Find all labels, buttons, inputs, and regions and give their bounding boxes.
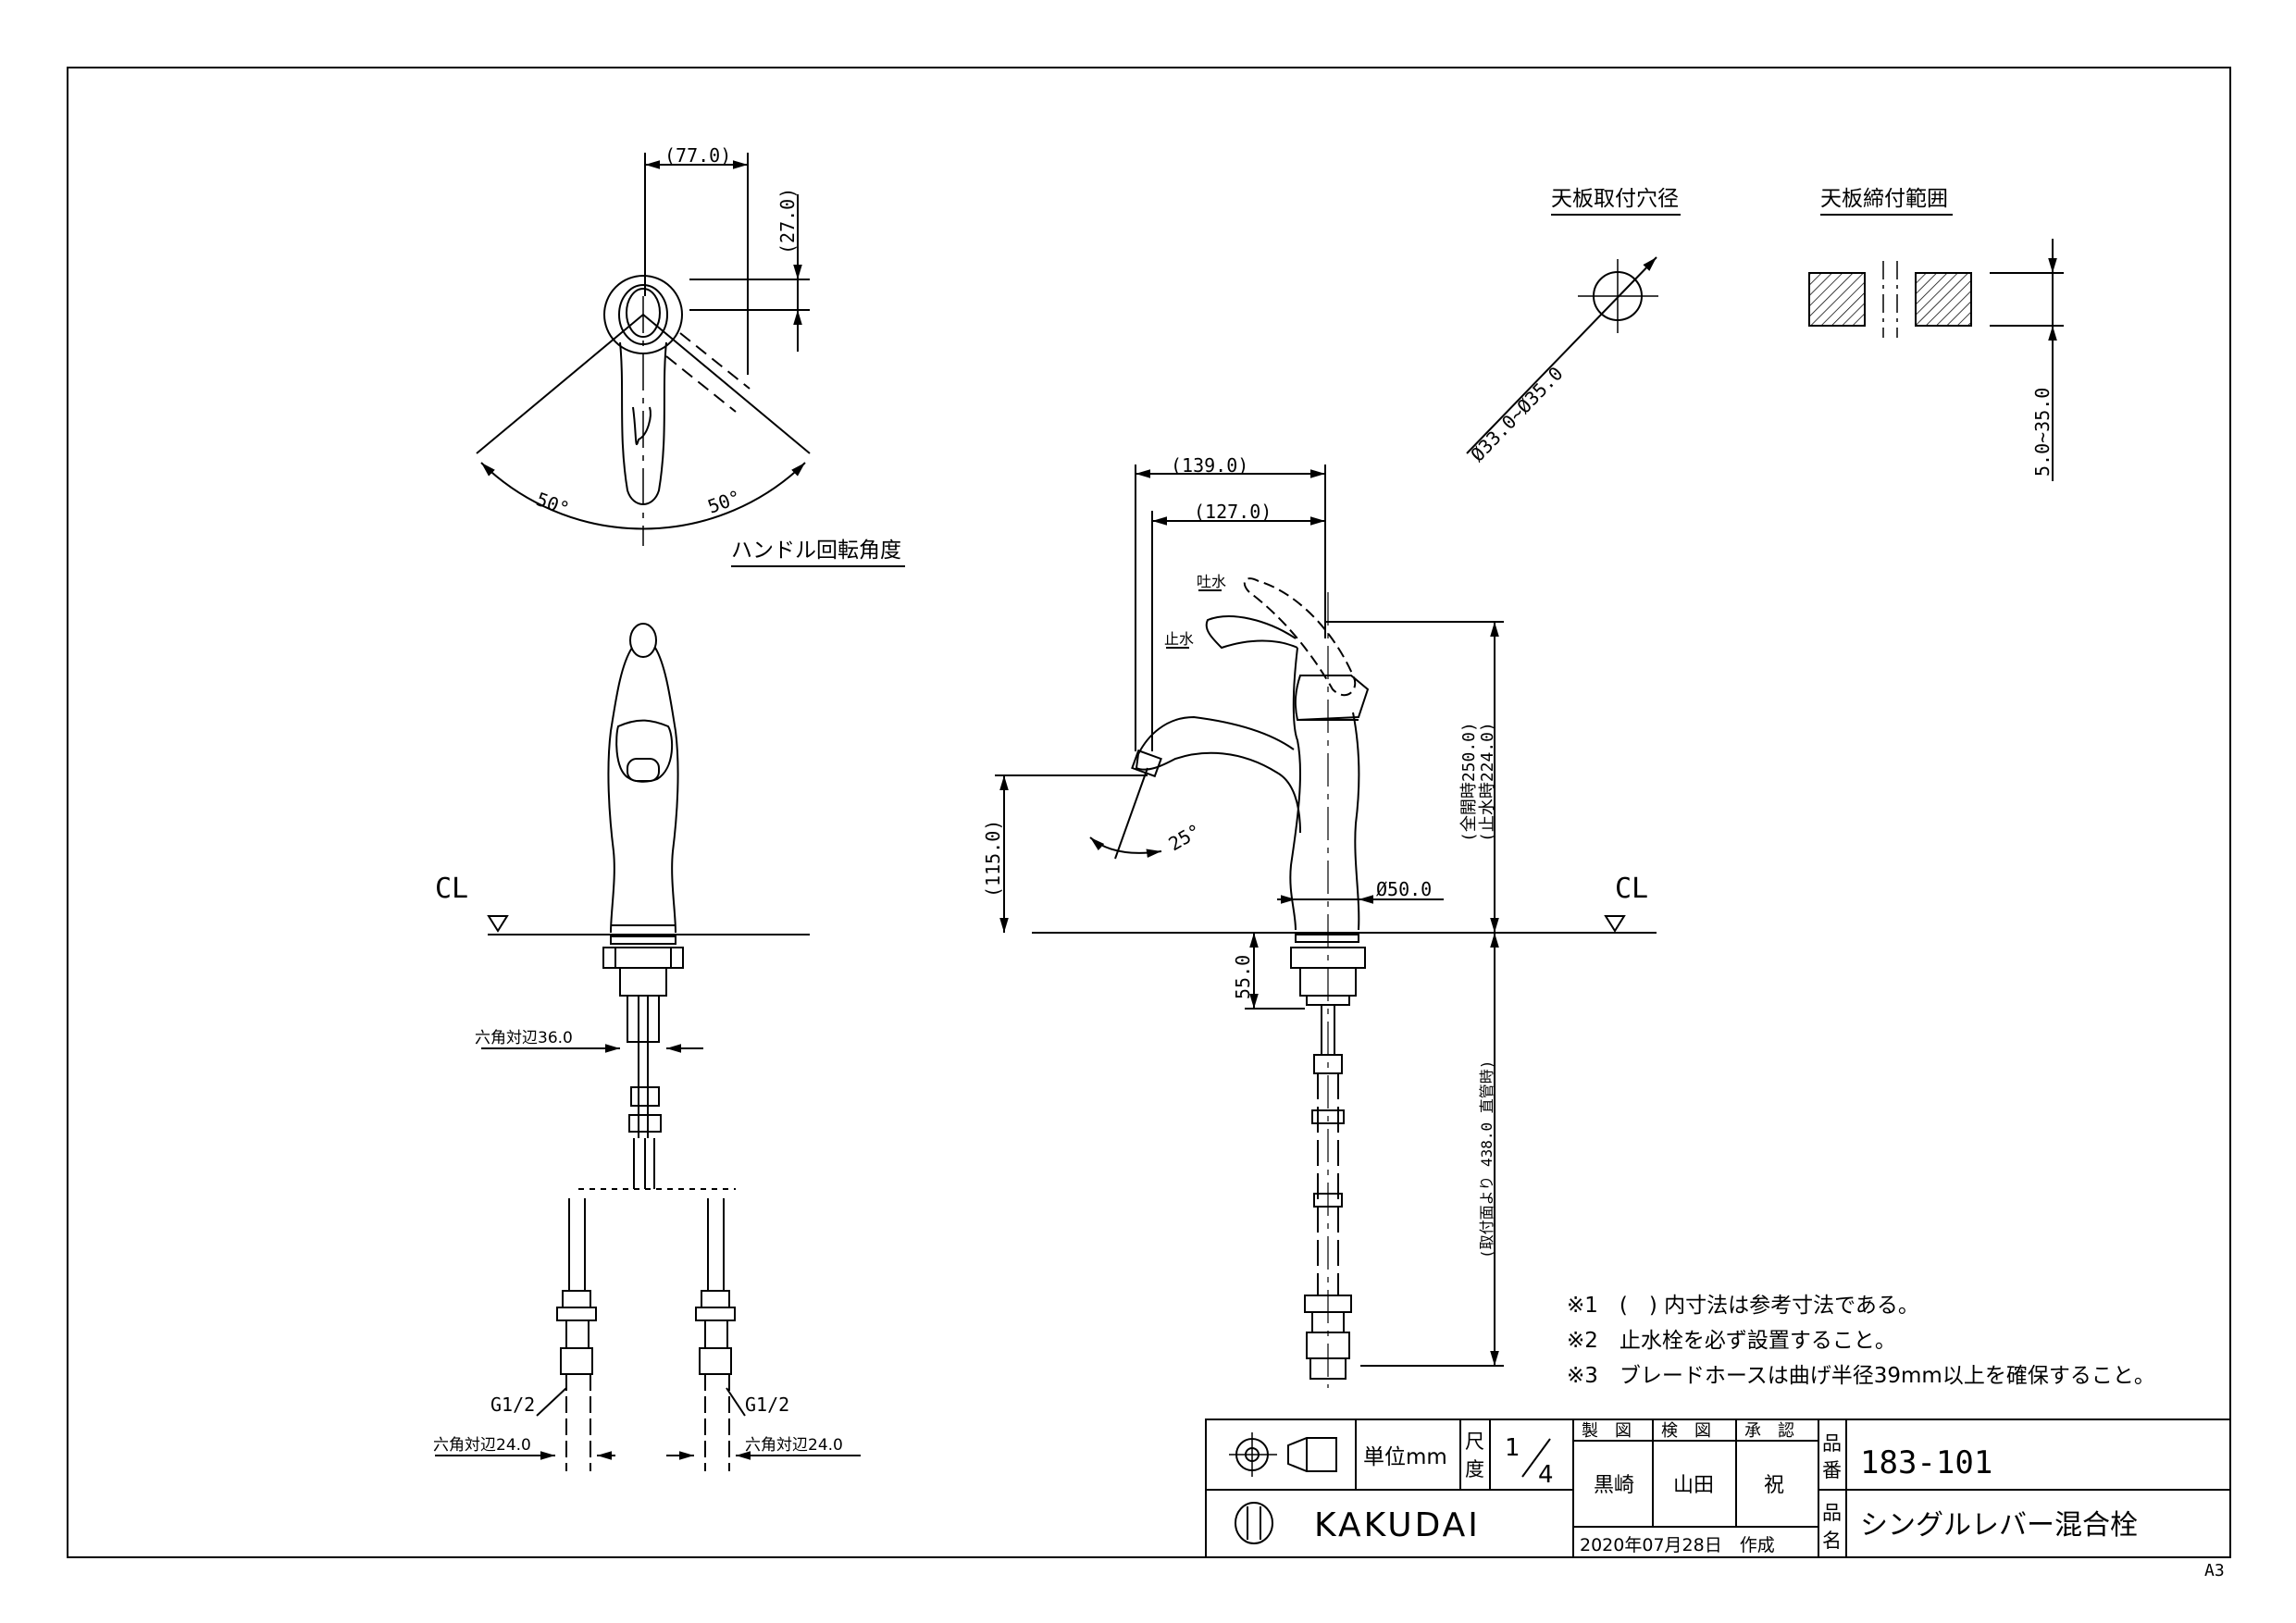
angle-right-label: 50° (705, 486, 744, 518)
clamp-range-title: 天板締付範囲 (1820, 187, 1948, 211)
made-label: 製 図 (1582, 1421, 1632, 1441)
reach-spout-label: (127.0) (1194, 501, 1272, 523)
height-full-open: (全開時250.0) (1459, 722, 1479, 842)
side-cl-label: CL (1615, 873, 1648, 905)
check-label: 検 図 (1661, 1421, 1711, 1441)
reach-total-label: (139.0) (1171, 454, 1248, 477)
product-no-label-1: 品 (1822, 1432, 1842, 1455)
scale-label-2: 度 (1465, 1458, 1484, 1481)
hose-length-label: (取付面より 438.0 直管時) (1478, 1060, 1496, 1258)
hex-right-label: 六角対辺24.0 (745, 1436, 843, 1455)
mounting-hole-diagram (1466, 256, 1658, 454)
scale-denominator: 4 (1538, 1461, 1554, 1489)
hex-left-label: 六角対辺24.0 (433, 1436, 531, 1455)
scale-numerator: 1 (1505, 1434, 1520, 1462)
note-2: ※2 止水栓を必ず設置すること。 (1567, 1329, 1896, 1353)
g-right-label: G1/2 (745, 1394, 789, 1416)
product-name-label-2: 名 (1822, 1530, 1842, 1552)
checked-by: 山田 (1673, 1474, 1714, 1497)
clamp-range-value: 5.0~35.0 (2031, 388, 2054, 477)
front-hex-nut-label: 六角対辺36.0 (475, 1029, 573, 1047)
front-cl-label: CL (435, 873, 468, 905)
side-view-faucet (995, 465, 1657, 1388)
mounting-hole-title: 天板取付穴径 (1551, 187, 1679, 211)
created-date: 2020年07月28日 作成 (1580, 1535, 1775, 1555)
label-open: 吐水 (1197, 573, 1226, 590)
product-no-label-2: 番 (1822, 1459, 1842, 1481)
mounting-hole-diameter: Ø33.0~Ø35.0 (1466, 363, 1567, 466)
height-closed: (止水時224.0) (1478, 722, 1497, 842)
unit-label: 単位mm (1363, 1445, 1447, 1469)
handle-height-label: (27.0) (776, 188, 799, 254)
g-left-label: G1/2 (490, 1394, 535, 1416)
spout-height-label: (115.0) (982, 820, 1004, 898)
front-view-faucet (435, 623, 861, 1471)
made-by: 黒崎 (1594, 1474, 1634, 1497)
note-1: ※1 ( ) 内寸法は参考寸法である。 (1567, 1294, 1919, 1318)
product-no: 183-101 (1860, 1444, 1992, 1481)
approve-label: 承 認 (1744, 1421, 1794, 1441)
base-diameter-label: Ø50.0 (1376, 878, 1432, 900)
handle-rotation-view (476, 153, 811, 546)
approved-by: 祝 (1764, 1474, 1784, 1497)
note-3: ※3 ブレードホースは曲げ半径39mm以上を確保すること。 (1567, 1364, 2155, 1388)
angle-left-label: 50° (533, 488, 572, 520)
sheet-size-label: A3 (2204, 1561, 2225, 1580)
clamp-range-diagram (1808, 239, 2064, 481)
scale-label-1: 尺 (1465, 1431, 1484, 1453)
brand-logo-text: KAKUDAI (1314, 1506, 1481, 1544)
label-close: 止水 (1164, 630, 1194, 648)
title-block (1205, 1419, 2231, 1558)
handle-rotation-title: ハンドル回転角度 (731, 539, 901, 563)
handle-width-label: (77.0) (664, 144, 731, 167)
spout-angle-label: 25° (1165, 819, 1205, 855)
product-name: シングルレバー混合栓 (1860, 1509, 2138, 1542)
shank-length-label: 55.0 (1232, 955, 1254, 999)
drawing-border (67, 67, 2231, 1558)
product-name-label-1: 品 (1822, 1502, 1842, 1524)
